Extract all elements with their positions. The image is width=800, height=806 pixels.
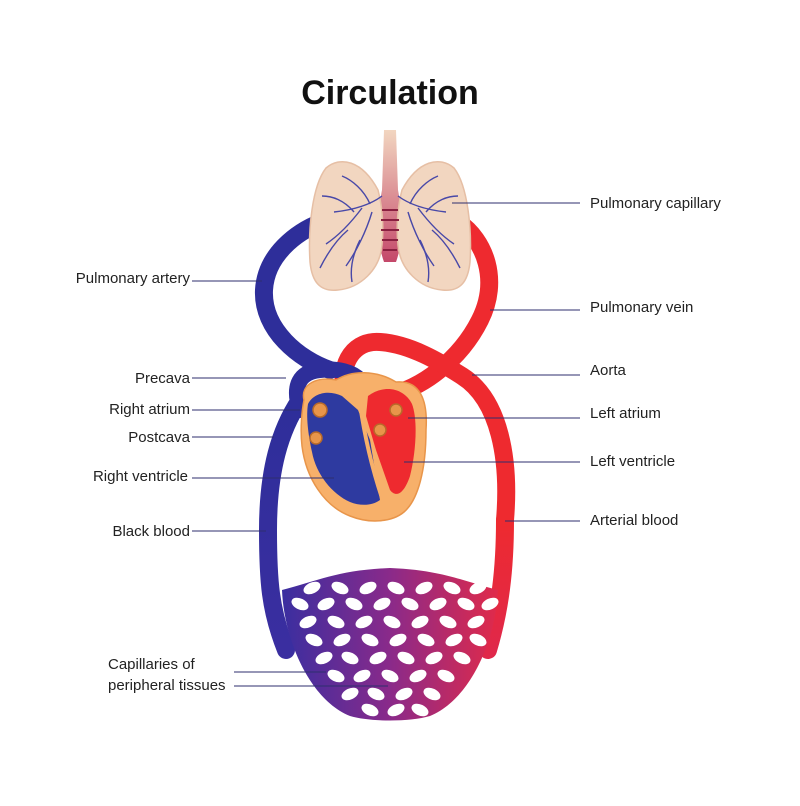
capillary-opening xyxy=(355,615,373,629)
label-pulmonary-vein: Pulmonary vein xyxy=(590,299,693,316)
capillary-opening xyxy=(381,669,399,683)
capillary-opening xyxy=(415,581,433,595)
capillary-opening xyxy=(387,581,405,595)
capillary-opening xyxy=(445,633,463,647)
capillary-opening xyxy=(291,597,309,611)
trachea-rings xyxy=(381,209,399,251)
blood-vessels xyxy=(255,213,516,659)
capillary-opening xyxy=(443,581,461,595)
heart xyxy=(300,372,428,522)
valve-rv xyxy=(309,431,323,445)
septum xyxy=(358,403,384,499)
capillary-opening xyxy=(327,669,345,683)
capillary-opening xyxy=(353,669,371,683)
valve-lv xyxy=(373,423,387,437)
pulmonary-artery-vessel xyxy=(255,213,339,379)
capillary-opening xyxy=(367,687,385,701)
capillary-opening xyxy=(341,687,359,701)
capillary-opening xyxy=(361,703,379,717)
label-pulmonary-capillary: Pulmonary capillary xyxy=(590,195,721,212)
capillary-opening xyxy=(361,633,379,647)
label-capillaries-line1: Capillaries of xyxy=(108,656,196,673)
capillary-opening xyxy=(453,651,471,665)
capillary-opening xyxy=(401,597,419,611)
label-right-atrium: Right atrium xyxy=(109,401,190,418)
black-blood-vessel xyxy=(258,391,309,659)
capillary-opening xyxy=(389,633,407,647)
capillary-opening xyxy=(423,687,441,701)
capillary-opening xyxy=(409,669,427,683)
label-right-ventricle: Right ventricle xyxy=(93,468,188,485)
labels: Pulmonary capillary Pulmonary artery Pul… xyxy=(76,195,722,694)
capillary-opening xyxy=(411,703,429,717)
capillary-opening xyxy=(317,597,335,611)
capillary-bed xyxy=(282,568,499,721)
capillary-opening xyxy=(481,597,499,611)
capillary-opening xyxy=(327,615,345,629)
pulmonary-vein-vessel xyxy=(379,213,499,404)
label-capillaries-line2: peripheral tissues xyxy=(108,677,226,694)
capillary-opening xyxy=(331,581,349,595)
capillary-opening xyxy=(425,651,443,665)
capillary-opening xyxy=(359,581,377,595)
capillary-opening xyxy=(469,633,487,647)
label-aorta: Aorta xyxy=(590,362,627,379)
capillary-opening xyxy=(467,615,485,629)
lungs xyxy=(308,130,472,291)
label-left-ventricle: Left ventricle xyxy=(590,453,675,470)
capillary-opening xyxy=(315,651,333,665)
capillary-opening xyxy=(387,703,405,717)
capillary-opening xyxy=(417,633,435,647)
capillary-opening xyxy=(469,581,487,595)
label-left-atrium: Left atrium xyxy=(590,405,661,422)
capillary-holes xyxy=(291,581,499,717)
capillary-opening xyxy=(345,597,363,611)
capillary-opening xyxy=(369,651,387,665)
capillary-opening xyxy=(411,615,429,629)
capillary-opening xyxy=(437,669,455,683)
capillary-opening xyxy=(299,615,317,629)
diagram-title: Circulation xyxy=(301,74,479,112)
aorta-vessel xyxy=(334,332,516,529)
valve-la xyxy=(389,403,403,417)
capillary-opening xyxy=(395,687,413,701)
arterial-blood-vessel xyxy=(479,511,514,659)
capillary-opening xyxy=(383,615,401,629)
label-precava: Precava xyxy=(135,370,191,387)
label-postcava: Postcava xyxy=(128,429,190,446)
label-black-blood: Black blood xyxy=(112,523,190,540)
capillary-opening xyxy=(397,651,415,665)
capillary-opening xyxy=(373,597,391,611)
valve-ra xyxy=(312,402,328,418)
left-heart-chambers xyxy=(366,389,416,494)
capillary-opening xyxy=(333,633,351,647)
capillary-opening xyxy=(305,633,323,647)
leader-lines xyxy=(192,202,580,687)
right-bronchi xyxy=(397,175,461,283)
capillary-opening xyxy=(429,597,447,611)
capillary-opening xyxy=(303,581,321,595)
capillary-opening xyxy=(439,615,457,629)
left-bronchi xyxy=(319,175,383,283)
capillary-opening xyxy=(457,597,475,611)
label-pulmonary-artery: Pulmonary artery xyxy=(76,270,191,287)
label-arterial-blood: Arterial blood xyxy=(590,512,678,529)
capillary-opening xyxy=(341,651,359,665)
